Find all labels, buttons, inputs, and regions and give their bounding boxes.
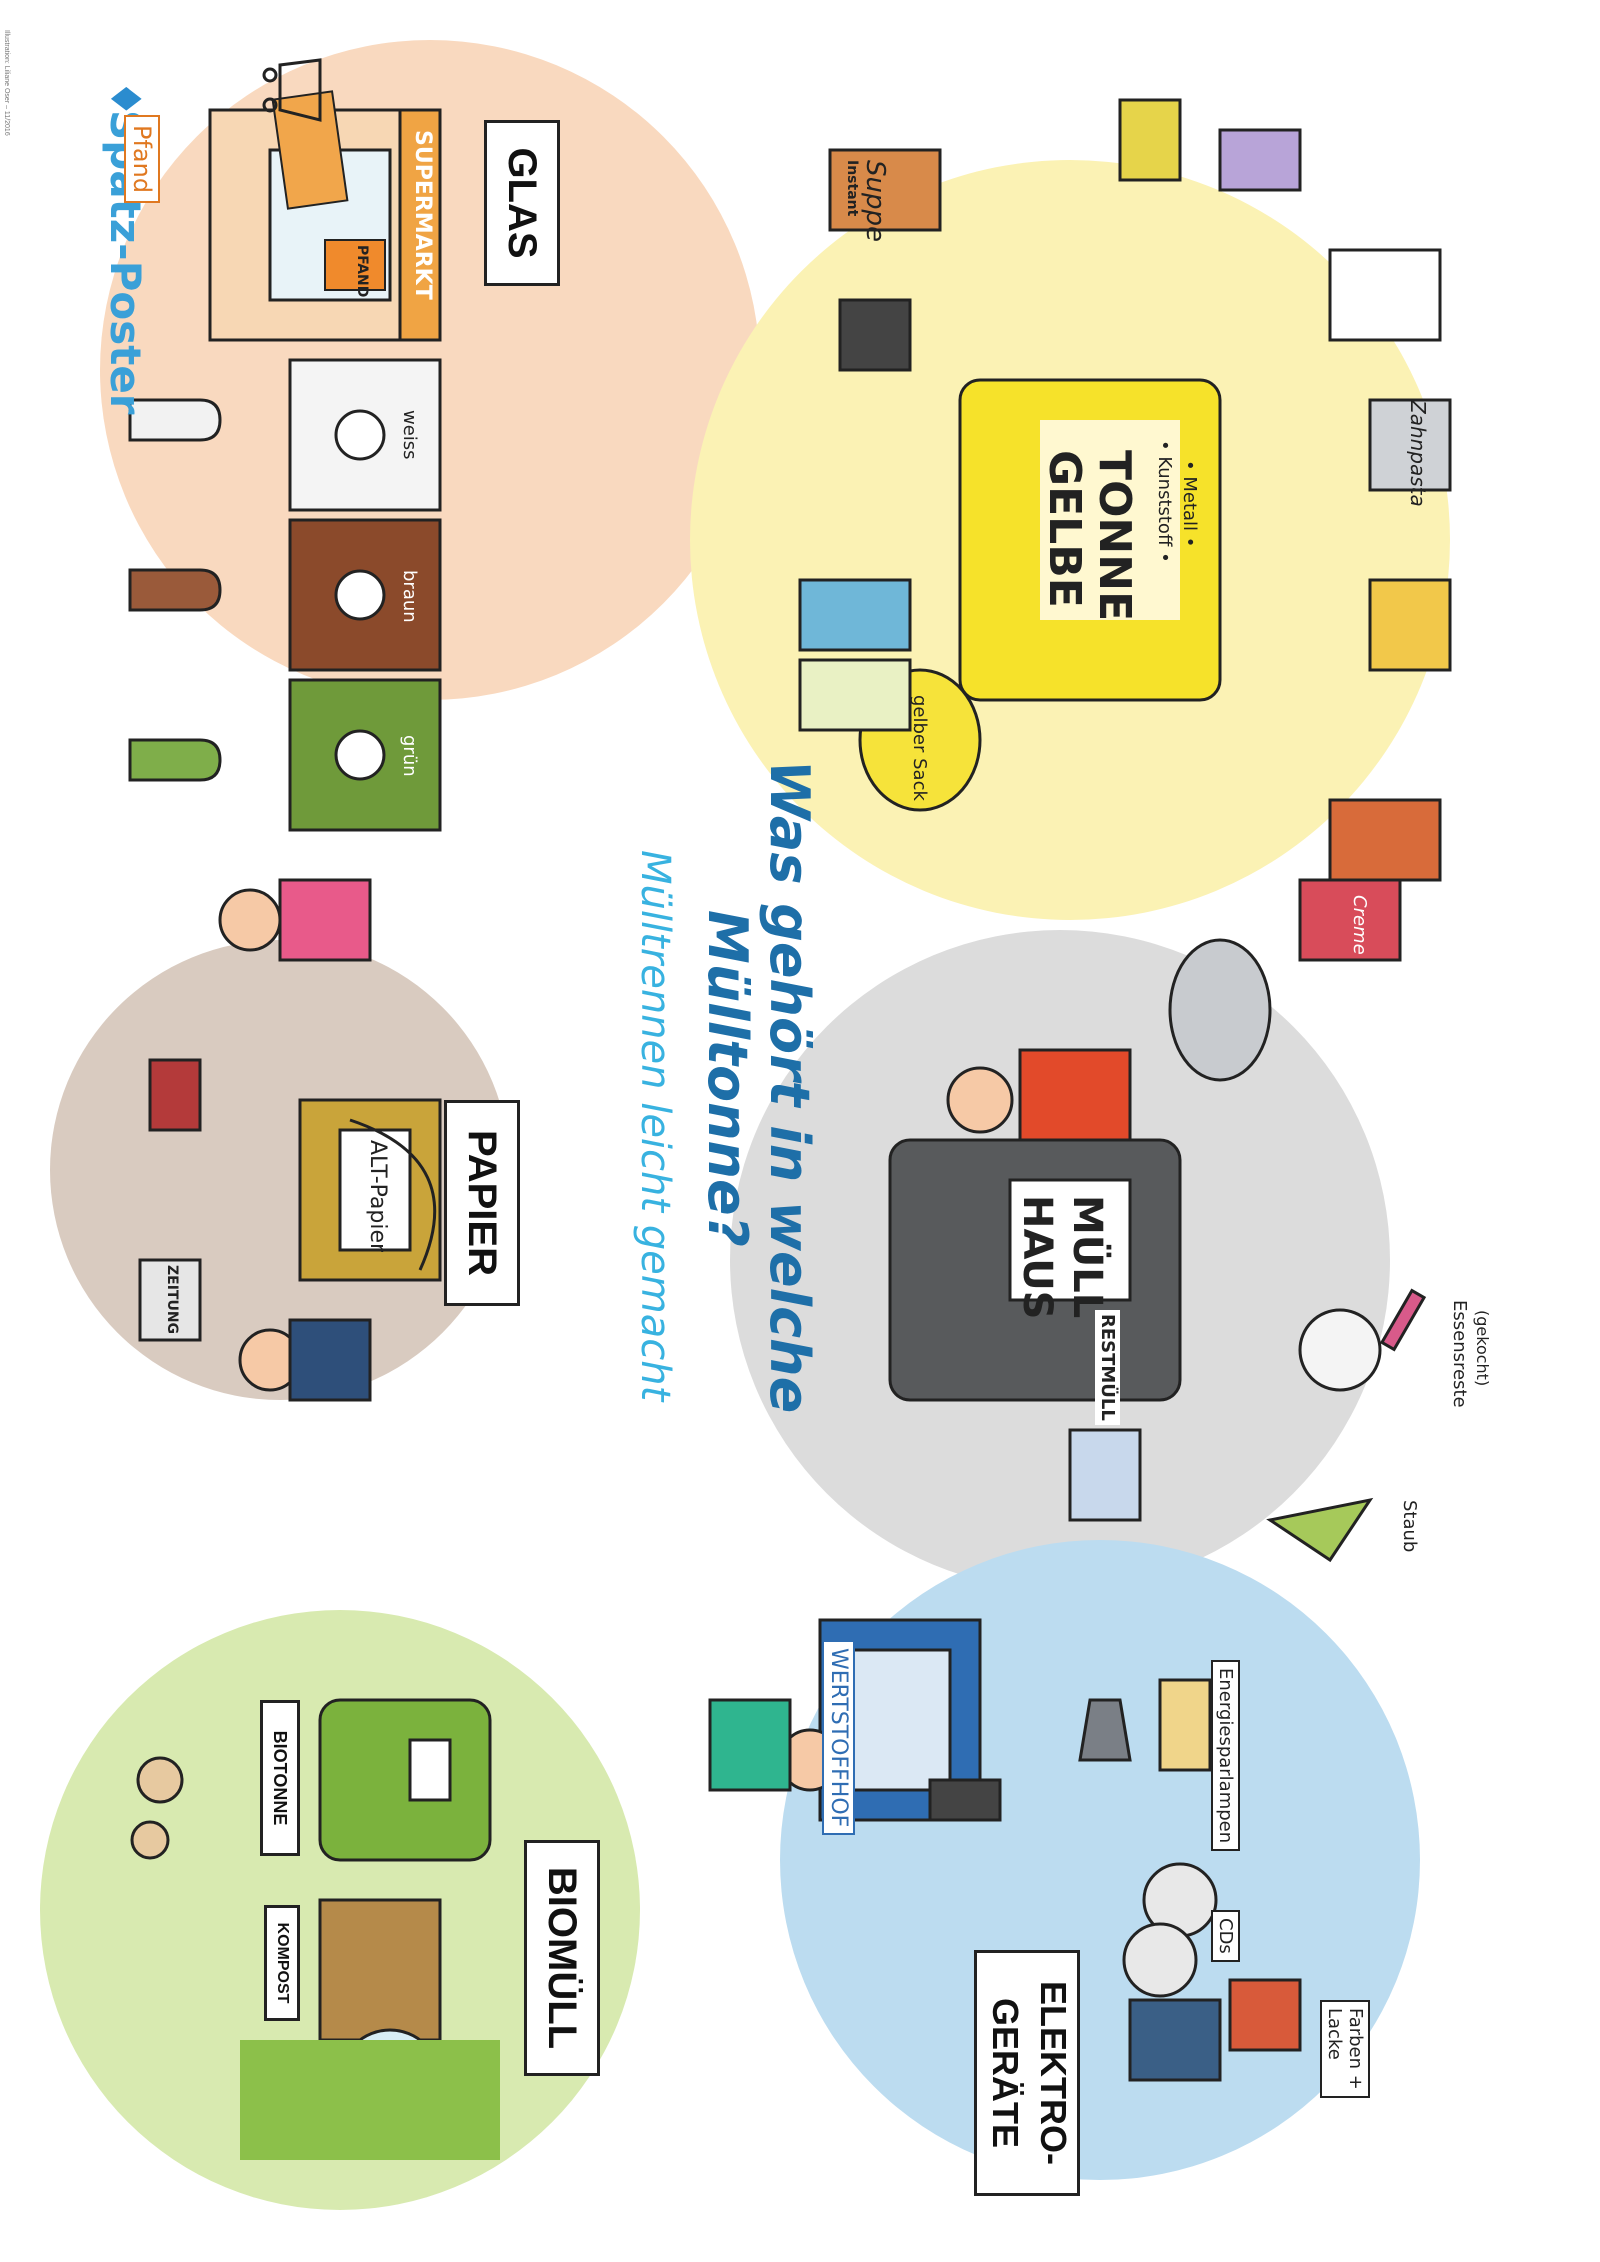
soup-label-line2: Suppe	[860, 160, 890, 242]
wertstoffhof-label: WERTSTOFFHOF	[822, 1640, 855, 1836]
bin-label-braun: braun	[399, 570, 420, 623]
farben-line: Farben +	[1345, 2008, 1366, 2090]
gelbe-tonne-item-kunststoff: • Kunststoff •	[1154, 440, 1175, 563]
cds-label: CDs	[1211, 1910, 1240, 1962]
biotonne-label: BIOTONNE	[260, 1700, 300, 1856]
wertstoffhof-illustration	[818, 1618, 982, 1822]
gelber-sack-label: gelber Sack	[909, 695, 930, 801]
boy-trash-illustration	[946, 938, 1272, 1142]
title-line1: Was gehört in welche	[758, 760, 821, 1414]
paper-items-illustration	[138, 1058, 437, 1342]
electronics-illustration	[928, 1678, 1302, 2082]
bin-label-weiss: weiss	[399, 410, 420, 460]
biotonne-illustration	[318, 1698, 492, 1862]
bird-icon: ♦	[101, 80, 150, 118]
soup-label-line1: Instant	[844, 160, 860, 217]
girl-illustration	[218, 878, 372, 962]
energiesparlampen-label: Energiesparlampen	[1211, 1660, 1240, 1852]
altpapier-label: ALT-Papier	[365, 1140, 390, 1253]
yellow-bin-illustration	[958, 378, 1222, 702]
lacke-line: Lacke	[1324, 2008, 1345, 2060]
title-block: Was gehört in welche Mülltonne? Mülltren…	[632, 760, 821, 1620]
pfand-machine-label: PFAND	[354, 245, 370, 298]
electro-girl-illustration	[708, 1698, 842, 1792]
page-title: Was gehört in welche Mülltonne?	[696, 760, 821, 1620]
hausmuell-line2: MÜLL	[1064, 1195, 1110, 1319]
paper-bin-illustration	[298, 1098, 442, 1282]
glas-heading: GLAS	[484, 120, 560, 286]
packaging-illustration	[798, 98, 1452, 962]
paper-boy-illustration	[238, 1318, 372, 1402]
gelbe-tonne-line1: GELBE	[1039, 450, 1090, 608]
bottles-illustration	[128, 398, 222, 782]
newspaper-label: ZEITUNG	[164, 1265, 180, 1335]
hausmuell-line1: HAUS	[1014, 1195, 1060, 1320]
page-subtitle: Mülltrennen leicht gemacht	[632, 850, 678, 1402]
kompost-label: KOMPOST	[264, 1905, 300, 2021]
essensreste-line2: (gekocht)	[1473, 1310, 1492, 1387]
garden-illustration	[130, 1756, 500, 2160]
elektro-heading-line1: ELEKTRO-	[1033, 1981, 1074, 2165]
restmuell-label: RESTMÜLL	[1095, 1310, 1120, 1425]
elektro-heading: ELEKTRO- GERÄTE	[974, 1950, 1080, 2196]
bin-label-gruen: grün	[399, 735, 420, 777]
gelbe-tonne-item-metall: • Metall •	[1179, 460, 1200, 548]
farben-lacke-label: Farben + Lacke	[1320, 2000, 1370, 2098]
cream-label: Creme	[1349, 895, 1370, 955]
title-line2: Mülltonne?	[696, 910, 759, 1247]
supermarket-illustration	[208, 58, 442, 342]
toothpaste-label: Zahnpasta	[1406, 400, 1430, 507]
staub-label: Staub	[1399, 1500, 1420, 1553]
papier-heading: PAPIER	[444, 1100, 520, 1306]
haus-items-illustration	[1068, 1288, 1427, 1563]
supermarket-sign: SUPERMARKT	[410, 130, 435, 300]
pfand-tag: Pfand	[124, 115, 160, 204]
biomuell-heading: BIOMÜLL	[524, 1840, 600, 2076]
footer-credit: Illustration: Liliane Oser – 11/2016	[3, 30, 10, 136]
glass-bins-illustration	[288, 358, 442, 832]
essensreste-line1: Essensreste	[1449, 1300, 1470, 1408]
elektro-heading-line2: GERÄTE	[985, 1997, 1026, 2148]
gelbe-tonne-line2: TONNE	[1089, 450, 1140, 622]
